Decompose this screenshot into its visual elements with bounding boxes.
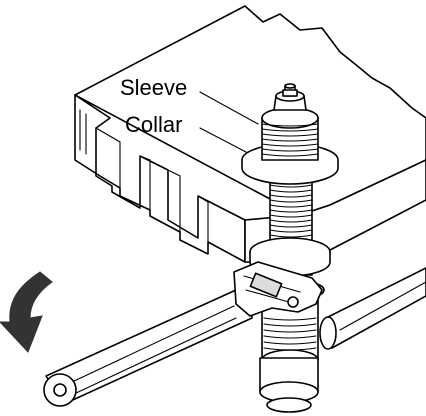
thread-line <box>263 323 317 327</box>
collar-label: Collar <box>125 112 182 137</box>
rotation-arrow-icon <box>0 271 53 353</box>
thread-line <box>269 194 313 198</box>
thread-line <box>269 189 313 193</box>
thread-line <box>269 209 313 213</box>
thread-line <box>269 199 313 203</box>
thread-line <box>269 204 313 208</box>
thread-line <box>269 184 313 188</box>
thread-line <box>261 128 319 132</box>
thread-line <box>269 219 313 223</box>
sleeve <box>261 83 319 161</box>
thread-line <box>263 317 317 321</box>
thread-line <box>263 347 317 351</box>
thread-line <box>261 133 319 137</box>
stem-threads <box>263 179 317 351</box>
thread-line <box>269 224 313 228</box>
sleeve-leader-line <box>199 91 259 125</box>
thread-line <box>261 148 319 152</box>
thread-line <box>263 329 317 333</box>
thread-line <box>263 341 317 345</box>
sleeve-label: Sleeve <box>120 75 187 100</box>
thread-line <box>269 214 313 218</box>
thread-line <box>269 234 313 238</box>
thread-line <box>261 153 319 157</box>
supply-pipe <box>319 267 426 350</box>
thread-line <box>263 335 317 339</box>
collar-leader-line <box>199 127 247 153</box>
thread-line <box>269 229 313 233</box>
thread-line <box>261 123 319 127</box>
wrench <box>43 261 323 407</box>
thread-line <box>261 143 319 147</box>
thread-line <box>261 138 319 142</box>
